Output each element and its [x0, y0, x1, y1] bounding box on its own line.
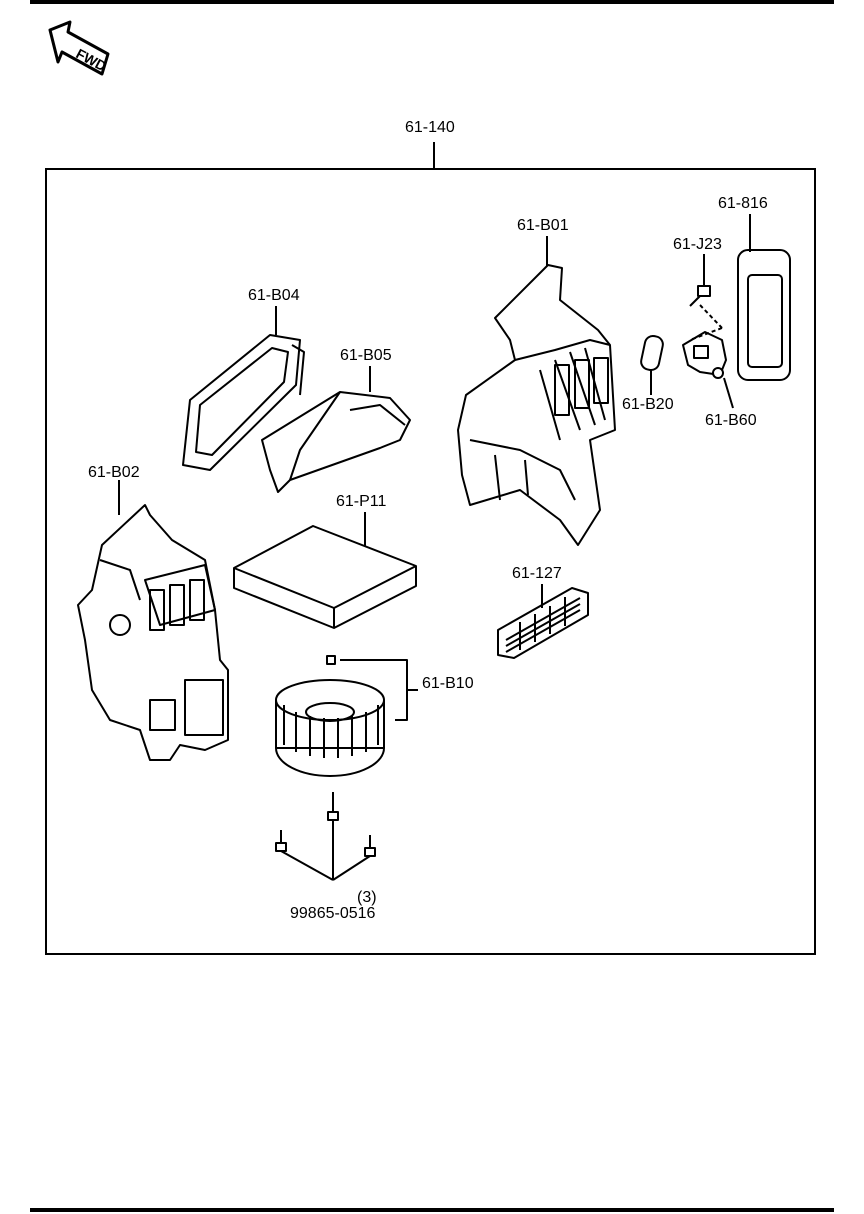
part-label-j23: 61-J23 — [673, 236, 722, 253]
assembly-part-label: 61-140 — [405, 119, 455, 136]
part-label-b10: 61-B10 — [422, 675, 474, 692]
part-label-p11: 61-P11 — [336, 493, 387, 510]
bottom-rule — [30, 1208, 834, 1212]
screw-part-label: 99865-0516 — [290, 905, 376, 922]
part-label-b02: 61-B02 — [88, 464, 140, 481]
part-label-816: 61-816 — [718, 195, 768, 212]
part-label-b05: 61-B05 — [340, 347, 392, 364]
part-label-b60: 61-B60 — [705, 412, 757, 429]
forward-arrow-icon: FWD — [48, 20, 110, 76]
part-label-127: 61-127 — [512, 565, 562, 582]
top-rule — [30, 0, 834, 4]
part-label-b20: 61-B20 — [622, 396, 674, 413]
part-label-b04: 61-B04 — [248, 287, 300, 304]
part-label-b01: 61-B01 — [517, 217, 569, 234]
assembly-frame — [45, 168, 816, 955]
screw-quantity-label: (3) — [357, 889, 377, 906]
